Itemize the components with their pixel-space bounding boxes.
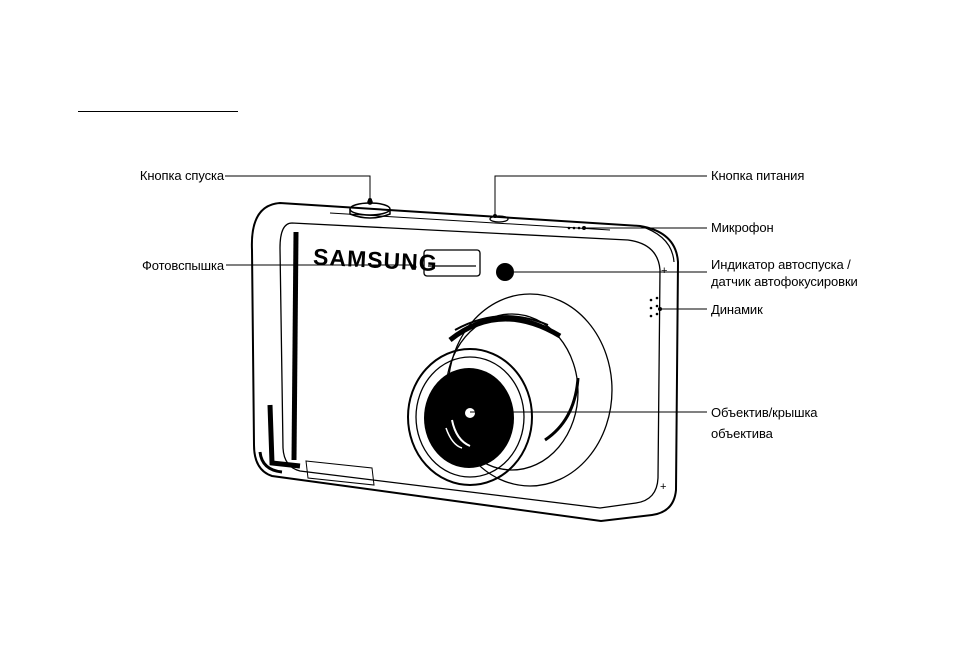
- label-power-button: Кнопка питания: [711, 167, 804, 184]
- af-sensor-lamp: [496, 263, 514, 281]
- label-lens-line2: объектива: [711, 425, 773, 442]
- label-microphone: Микрофон: [711, 219, 774, 236]
- label-speaker: Динамик: [711, 301, 763, 318]
- leader-power-button: [495, 176, 707, 216]
- side-mark-bottom: +: [660, 481, 666, 493]
- lens-assembly: [408, 294, 612, 486]
- speaker-holes: [650, 297, 659, 318]
- brand-logo: SAMSUNG: [313, 244, 439, 276]
- label-af-sensor-line2: датчик автофокусировки: [711, 273, 858, 290]
- side-mark-top: +: [661, 265, 667, 277]
- label-af-sensor-line1: Индикатор автоспуска /: [711, 256, 851, 273]
- label-flash: Фотовспышка: [100, 257, 224, 274]
- microphone-holes: [568, 227, 581, 230]
- label-shutter-button: Кнопка спуска: [100, 167, 224, 184]
- label-lens-line1: Объектив/крышка: [711, 404, 817, 421]
- leader-shutter-button: [225, 176, 370, 200]
